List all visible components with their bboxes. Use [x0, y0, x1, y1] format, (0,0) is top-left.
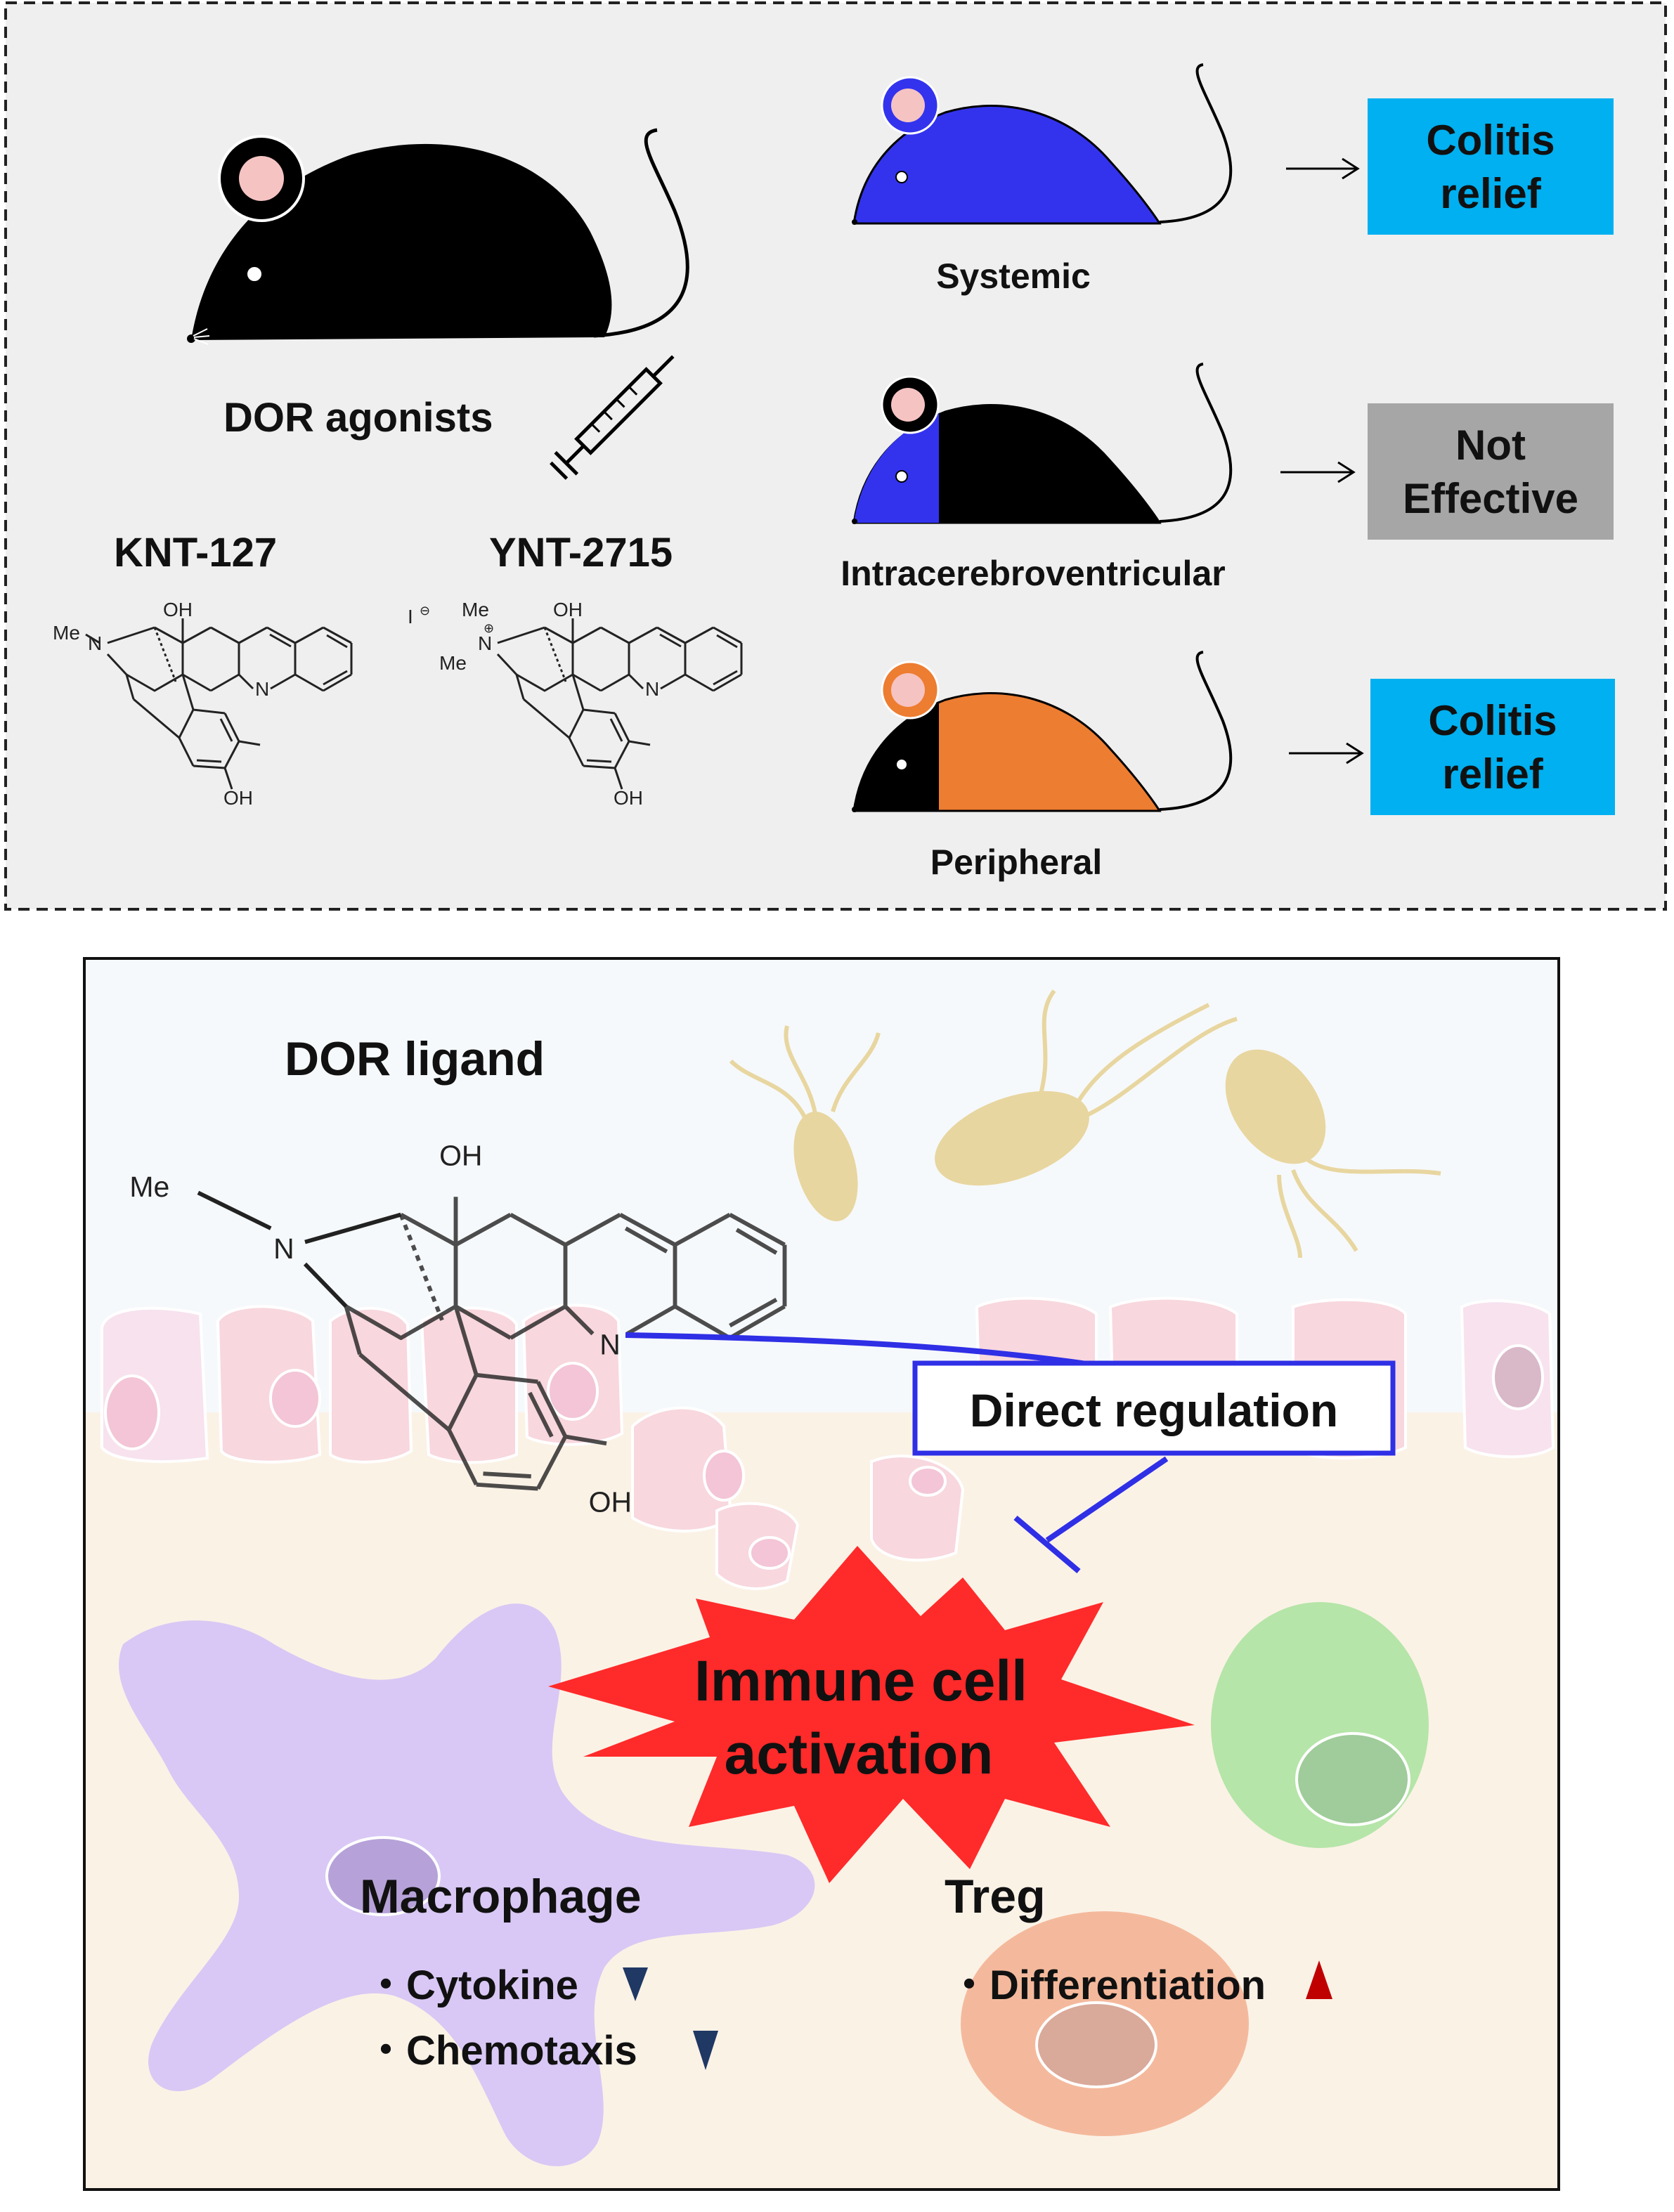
svg-text:Me: Me	[439, 652, 467, 674]
svg-text:Me: Me	[462, 599, 489, 620]
activation-burst	[548, 1546, 1195, 1883]
svg-text:OH: OH	[553, 599, 583, 620]
down-arrow-icon	[623, 1967, 648, 2001]
up-arrow-icon	[1306, 1960, 1332, 1999]
svg-text:Me: Me	[129, 1171, 169, 1203]
bottom-panel-frame	[83, 957, 1560, 2191]
mouse-systemic	[852, 63, 1233, 225]
knt127-structure: Me N OH N OH	[53, 599, 353, 809]
outcome-systemic-line1: Colitis	[1426, 117, 1555, 164]
route-icv-label: Intracerebroventricular	[841, 554, 1225, 593]
mouse-icv	[852, 363, 1233, 524]
svg-text:N: N	[255, 678, 269, 700]
outcome-peripheral-box	[1370, 679, 1615, 815]
svg-text:N: N	[599, 1329, 621, 1361]
arrow-peripheral	[1289, 742, 1364, 765]
svg-text:OH: OH	[439, 1139, 482, 1171]
arrow-systemic	[1286, 157, 1360, 180]
macrophage-cell	[119, 1603, 815, 2166]
compound-knt127-label: KNT-127	[114, 530, 277, 575]
outcome-systemic-line2: relief	[1440, 170, 1541, 217]
compound-ynt2715-label: YNT-2715	[489, 530, 673, 575]
outcome-systemic-box	[1368, 98, 1614, 235]
svg-text:N: N	[478, 632, 492, 654]
svg-text:OH: OH	[589, 1486, 632, 1518]
macrophage-item-chemotaxis: ・Chemotaxis	[365, 2028, 637, 2074]
outcome-icv-line2: Effective	[1403, 475, 1578, 522]
ynt2715-structure: I ⊖ Me Me N ⊕ OH N OH	[408, 599, 743, 809]
dor-ligand-structure: Me N OH N OH	[129, 1139, 784, 1518]
macrophage-title: Macrophage	[360, 1870, 642, 1923]
route-systemic-label: Systemic	[936, 256, 1091, 296]
bottom-panel: Me N OH N OH DOR ligand Direct regulatio…	[84, 958, 1559, 2190]
treg-item-differentiation: ・Differentiation	[949, 1963, 1266, 2008]
outcome-icv-line1: Not	[1455, 422, 1526, 469]
svg-text:Me: Me	[53, 622, 80, 644]
syringe-icon	[550, 355, 675, 480]
treg-cell	[961, 1911, 1249, 2136]
bacterium	[729, 1025, 881, 1222]
route-peripheral-label: Peripheral	[930, 842, 1103, 882]
dor-agonists-label: DOR agonists	[223, 395, 493, 441]
arrow-icv	[1280, 461, 1356, 483]
activation-line1: Immune cell	[694, 1649, 1027, 1713]
down-arrow-icon	[693, 2031, 718, 2070]
outcome-icv-box	[1368, 403, 1614, 540]
green-cell	[1211, 1602, 1429, 1848]
svg-text:N: N	[273, 1232, 294, 1265]
svg-text:I: I	[408, 606, 413, 627]
activation-line2: activation	[725, 1722, 994, 1786]
mouse-large	[187, 128, 689, 345]
direct-regulation-label: Direct regulation	[970, 1384, 1338, 1436]
svg-text:⊕: ⊕	[484, 621, 494, 635]
svg-text:OH: OH	[163, 599, 193, 620]
dor-ligand-label: DOR ligand	[285, 1032, 545, 1086]
svg-text:N: N	[645, 678, 659, 700]
svg-text:⊖: ⊖	[420, 604, 430, 618]
outcome-peripheral-line1: Colitis	[1428, 697, 1557, 744]
macrophage-item-cytokine: ・Cytokine	[365, 1963, 578, 2008]
bacterium	[935, 989, 1238, 1186]
treg-title: Treg	[945, 1870, 1046, 1923]
mouse-peripheral	[852, 651, 1233, 812]
svg-text:OH: OH	[223, 787, 253, 809]
svg-text:OH: OH	[614, 787, 643, 809]
direct-regulation-box	[912, 1360, 1396, 1456]
svg-text:N: N	[88, 632, 102, 654]
outcome-peripheral-line2: relief	[1442, 750, 1543, 798]
bacterium	[1225, 1049, 1441, 1258]
